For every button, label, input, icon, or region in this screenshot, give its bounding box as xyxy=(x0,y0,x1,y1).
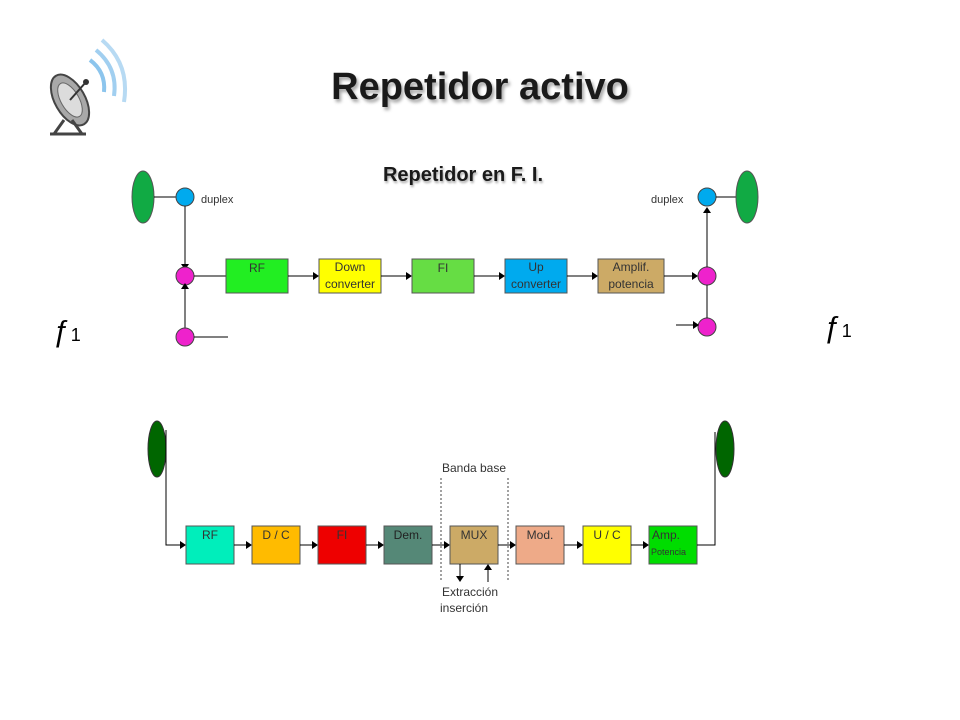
block-down-converter xyxy=(318,258,382,294)
block-mux-label: MUX xyxy=(461,528,488,542)
block-amplif-potencia-label-1: Amplif. xyxy=(613,260,650,274)
block-dc xyxy=(251,525,301,565)
block-uc-label: U / C xyxy=(593,528,621,542)
duplex-label-left: duplex xyxy=(201,194,234,206)
left-chain: duplex xyxy=(131,170,234,347)
block-fi-bottom-label: FI xyxy=(337,528,348,542)
block-amplif-potencia-label-2: potencia xyxy=(608,277,654,291)
antenna-right xyxy=(735,170,759,224)
slide-title: Repetidor activo xyxy=(331,66,629,108)
block-down-converter-label-1: Down xyxy=(335,260,366,274)
block-mod-label: Mod. xyxy=(527,528,554,542)
block-up-converter-label-2: converter xyxy=(511,277,561,291)
combiner-node-left xyxy=(175,266,195,286)
block-fi xyxy=(411,258,475,294)
block-rf xyxy=(225,258,289,294)
block-up-converter xyxy=(504,258,568,294)
top-blocks: RF Down converter FI Up converter Amplif… xyxy=(225,258,698,294)
antenna-bottom-right xyxy=(715,420,735,478)
block-uc xyxy=(582,525,632,565)
block-rf-bottom-label: RF xyxy=(202,528,218,542)
duplex-label-right: duplex xyxy=(651,194,684,206)
baseband-repeater-diagram: RF D / C FI Dem. MUX Mod. U / C Amp. Pot… xyxy=(147,420,735,615)
extraccion-label: Extracción xyxy=(442,585,498,599)
block-mux xyxy=(449,525,499,565)
combiner-node-right xyxy=(697,266,717,286)
block-amp-label-2: Potencia xyxy=(651,547,686,557)
block-rf-label: RF xyxy=(249,261,265,275)
block-rf-bottom xyxy=(185,525,235,565)
antenna-bottom-left xyxy=(147,420,167,478)
right-chain: duplex xyxy=(651,170,759,337)
insercion-label: inserción xyxy=(440,601,488,615)
block-fi-bottom xyxy=(317,525,367,565)
satellite-dish-icon xyxy=(49,38,127,136)
slide-subtitle: Repetidor en F. I. xyxy=(382,164,544,186)
block-dem-label: Dem. xyxy=(394,528,423,542)
block-dc-label: D / C xyxy=(262,528,290,542)
block-down-converter-label-2: converter xyxy=(325,277,375,291)
duplex-circulator-right xyxy=(697,187,717,207)
antenna-left xyxy=(131,170,155,224)
extract-node-right xyxy=(697,317,717,337)
block-amp-label-1: Amp. xyxy=(652,528,680,542)
duplex-circulator-left xyxy=(175,187,195,207)
block-fi-label: FI xyxy=(438,261,449,275)
insert-node-left xyxy=(175,327,195,347)
banda-base-label: Banda base xyxy=(442,461,506,475)
block-up-converter-label-1: Up xyxy=(528,260,544,274)
